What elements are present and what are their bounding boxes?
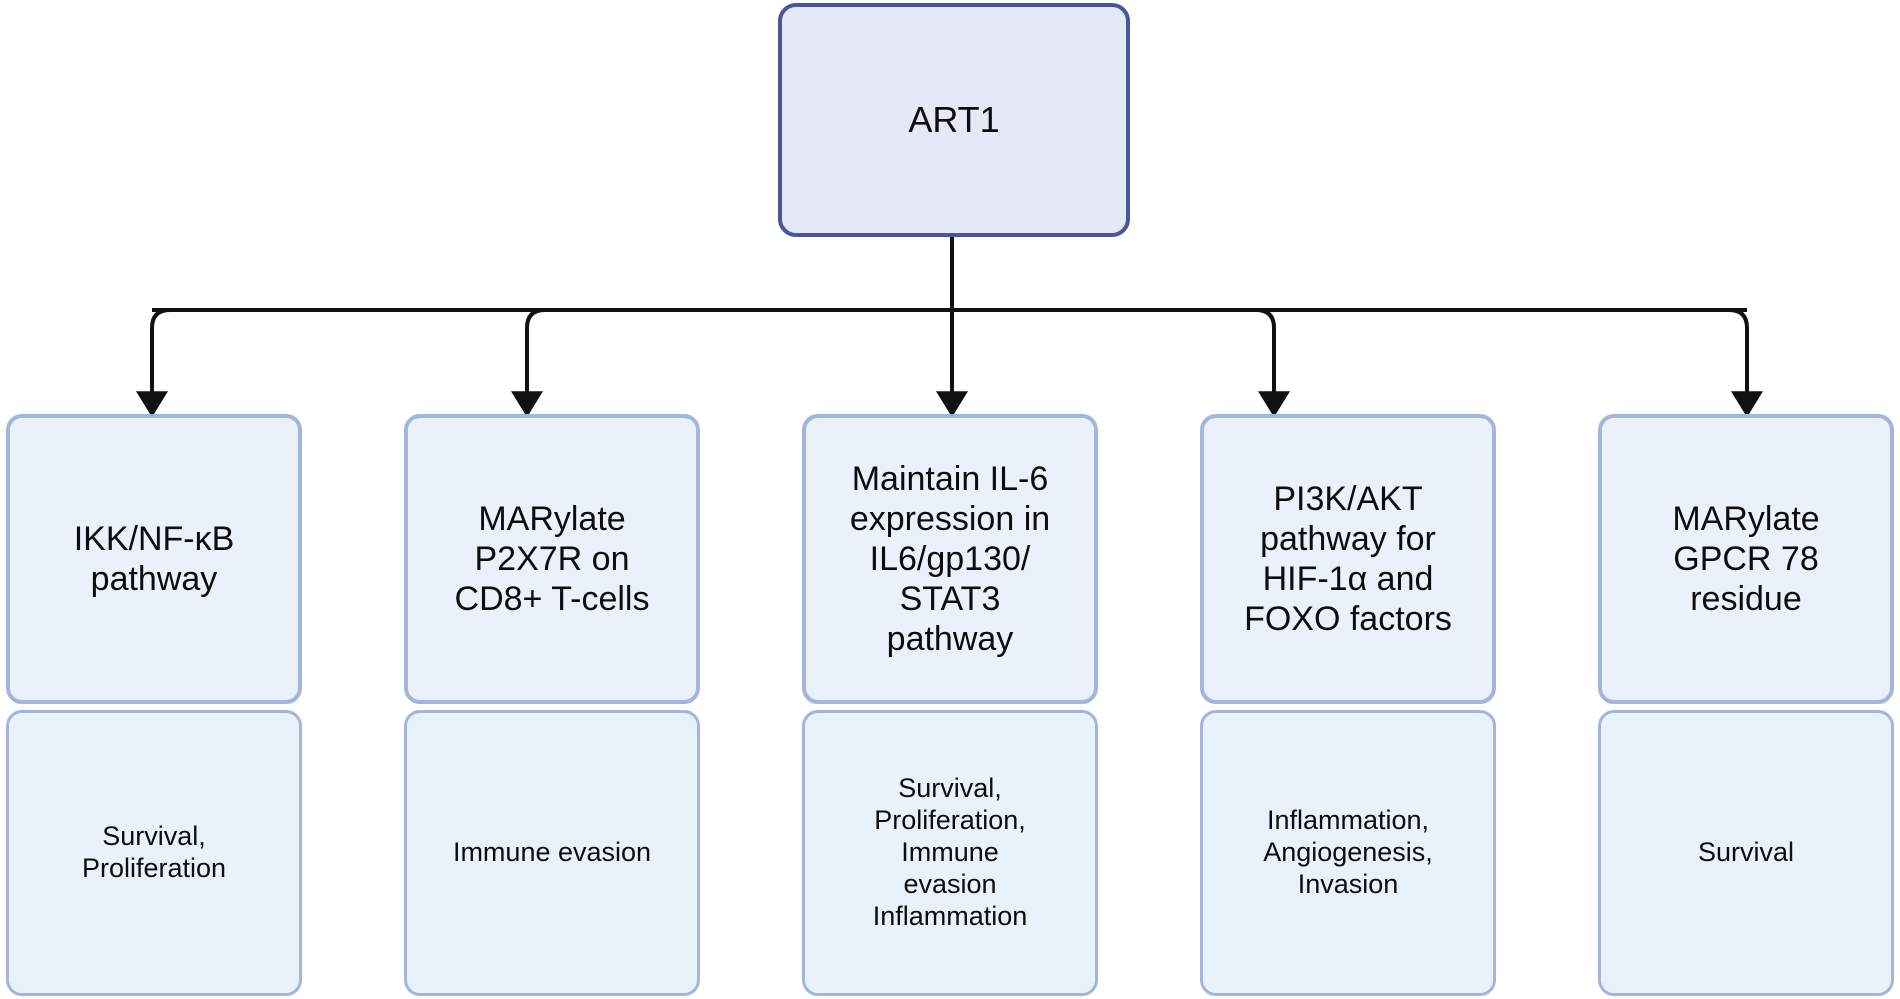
node-outcome-4[interactable]: Inflammation, Angiogenesis, Invasion xyxy=(1200,710,1496,996)
node-label: ART1 xyxy=(908,98,1000,140)
connector-arrow xyxy=(511,308,546,418)
node-art1[interactable]: ART1 xyxy=(778,3,1130,237)
node-mechanism-3[interactable]: Maintain IL-6 expression in IL6/gp130/ S… xyxy=(802,414,1098,704)
node-label: Maintain IL-6 expression in IL6/gp130/ S… xyxy=(849,459,1051,659)
node-label: Survival, Proliferation xyxy=(81,821,227,883)
node-label: IKK/NF-κB pathway xyxy=(73,519,235,598)
connector-arrow xyxy=(136,308,171,418)
node-label: Inflammation, Angiogenesis, Invasion xyxy=(1263,805,1433,899)
node-label: MARylate P2X7R on CD8+ T-cells xyxy=(454,499,650,619)
node-outcome-5[interactable]: Survival xyxy=(1598,710,1894,996)
node-label: Survival xyxy=(1697,837,1795,868)
connector-arrow xyxy=(1255,308,1290,418)
node-label: Immune evasion xyxy=(452,837,652,868)
connector-arrow xyxy=(1728,308,1763,418)
node-outcome-3[interactable]: Survival, Proliferation, Immune evasion … xyxy=(802,710,1098,996)
node-mechanism-4[interactable]: PI3K/AKT pathway for HIF-1α and FOXO fac… xyxy=(1200,414,1496,704)
node-label: PI3K/AKT pathway for HIF-1α and FOXO fac… xyxy=(1244,479,1452,639)
node-mechanism-5[interactable]: MARylate GPCR 78 residue xyxy=(1598,414,1894,704)
node-outcome-2[interactable]: Immune evasion xyxy=(404,710,700,996)
node-outcome-1[interactable]: Survival, Proliferation xyxy=(6,710,302,996)
node-label: MARylate GPCR 78 residue xyxy=(1672,499,1820,619)
node-mechanism-2[interactable]: MARylate P2X7R on CD8+ T-cells xyxy=(404,414,700,704)
node-mechanism-1[interactable]: IKK/NF-κB pathway xyxy=(6,414,302,704)
node-label: Survival, Proliferation, Immune evasion … xyxy=(872,773,1028,931)
